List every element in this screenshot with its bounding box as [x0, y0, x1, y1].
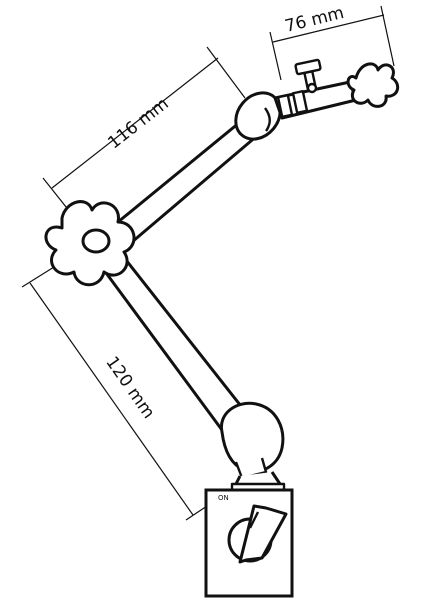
center-joint-knob-icon — [44, 200, 136, 287]
upper-arm-rod — [116, 116, 260, 244]
dimension-116mm: 116 mm — [42, 46, 246, 223]
on-label: ON — [218, 494, 229, 502]
switch-lever-icon[interactable] — [227, 504, 288, 564]
lower-arm-rod — [96, 253, 250, 432]
top-clamp — [273, 58, 358, 120]
lower-joint — [219, 401, 285, 480]
top-clamp-knob-icon — [346, 62, 400, 108]
dimension-label-120mm: 120 mm — [101, 353, 158, 423]
dimension-label-116mm: 116 mm — [104, 94, 172, 153]
dimension-120mm: 120 mm — [21, 261, 217, 521]
